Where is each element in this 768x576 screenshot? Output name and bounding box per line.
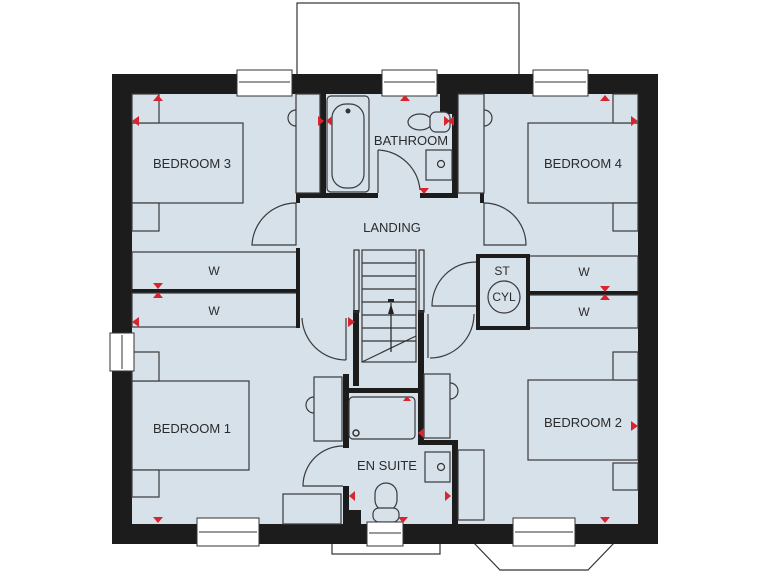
label-wardrobe-right-upper: W	[578, 265, 590, 279]
door-bedroom-1[interactable]	[301, 317, 347, 361]
bathroom-wall-right	[452, 94, 458, 196]
ensuite-wall-right-lower	[452, 440, 458, 524]
label-bedroom-2: BEDROOM 2	[544, 415, 622, 430]
cupboard-bed4	[457, 93, 485, 194]
window-bed1-side	[109, 332, 135, 372]
ensuite-wall-left	[343, 374, 349, 448]
wall-segment	[343, 510, 361, 524]
bedside-bed1-top	[131, 351, 160, 382]
label-wardrobe-left-upper: W	[208, 264, 220, 278]
label-bathroom: BATHROOM	[374, 133, 448, 148]
bathtub	[326, 95, 370, 193]
wardrobe-wall-left	[296, 248, 300, 328]
label-cylinder: CYL	[492, 290, 516, 304]
door-bedroom-3[interactable]	[251, 202, 297, 246]
bathroom-wall-bottom-left	[296, 193, 378, 198]
bed-bedroom-3	[131, 122, 244, 204]
door-store[interactable]	[431, 261, 477, 307]
cylinder	[487, 280, 521, 314]
bedside-bed3-bottom	[131, 202, 160, 232]
window-bed3	[236, 69, 293, 97]
window-bathroom	[381, 69, 438, 97]
label-wardrobe-left-lower: W	[208, 304, 220, 318]
wardrobe-left-lower	[131, 292, 299, 328]
window-bed2	[512, 517, 576, 547]
label-wardrobe-right-lower: W	[578, 305, 590, 319]
label-bedroom-1: BEDROOM 1	[153, 421, 231, 436]
bathroom-basin	[425, 149, 453, 181]
label-en-suite: EN SUITE	[357, 458, 417, 473]
bedside-bed2-bottom	[612, 462, 639, 491]
stair-wall-right	[418, 310, 424, 386]
cupboard-bed3	[295, 93, 321, 194]
bedside-bed2-top	[612, 351, 639, 381]
wardrobe-divider-right	[528, 291, 638, 295]
bathroom-wall-bottom-right	[420, 193, 458, 198]
door-bedroom-4[interactable]	[483, 202, 527, 246]
bedside-bed1-bottom	[131, 469, 160, 498]
window-bed1	[196, 517, 260, 547]
bed-bedroom-2	[527, 379, 639, 461]
cupboard-bed2	[423, 373, 451, 439]
desk-bed1	[282, 493, 342, 525]
socket-markers	[132, 95, 638, 523]
wall-stub	[480, 193, 484, 203]
ensuite-wall-segment	[418, 440, 456, 445]
ensuite-wall-right	[418, 374, 424, 444]
cupboard-bed1	[313, 376, 343, 442]
wardrobe-divider-left	[132, 289, 298, 293]
label-bedroom-4: BEDROOM 4	[544, 156, 622, 171]
staircase	[361, 249, 417, 363]
bed-bedroom-1	[131, 380, 250, 471]
ensuite-wall-left-lower	[343, 486, 349, 524]
ensuite-toilet	[372, 482, 400, 523]
label-bedroom-3: BEDROOM 3	[153, 156, 231, 171]
bed-bedroom-4	[527, 122, 639, 204]
window-ensuite	[366, 521, 404, 547]
bathroom-wall-left	[320, 94, 326, 196]
label-landing: LANDING	[363, 220, 421, 235]
stair-wall-left	[353, 310, 359, 386]
door-ensuite[interactable]	[302, 445, 344, 487]
roof-projection-top	[296, 2, 520, 76]
wall-stub	[296, 193, 300, 203]
shower-tray	[348, 396, 416, 440]
bedside-bed4-bottom	[612, 202, 639, 232]
window-bed4	[532, 69, 589, 97]
door-bathroom[interactable]	[377, 149, 421, 193]
ensuite-wall-top	[343, 388, 427, 393]
cupboard-ensuite-right	[457, 449, 485, 521]
door-bedroom-2[interactable]	[429, 313, 475, 359]
bedside-bed3-top	[131, 93, 160, 124]
label-store: ST	[494, 264, 510, 278]
